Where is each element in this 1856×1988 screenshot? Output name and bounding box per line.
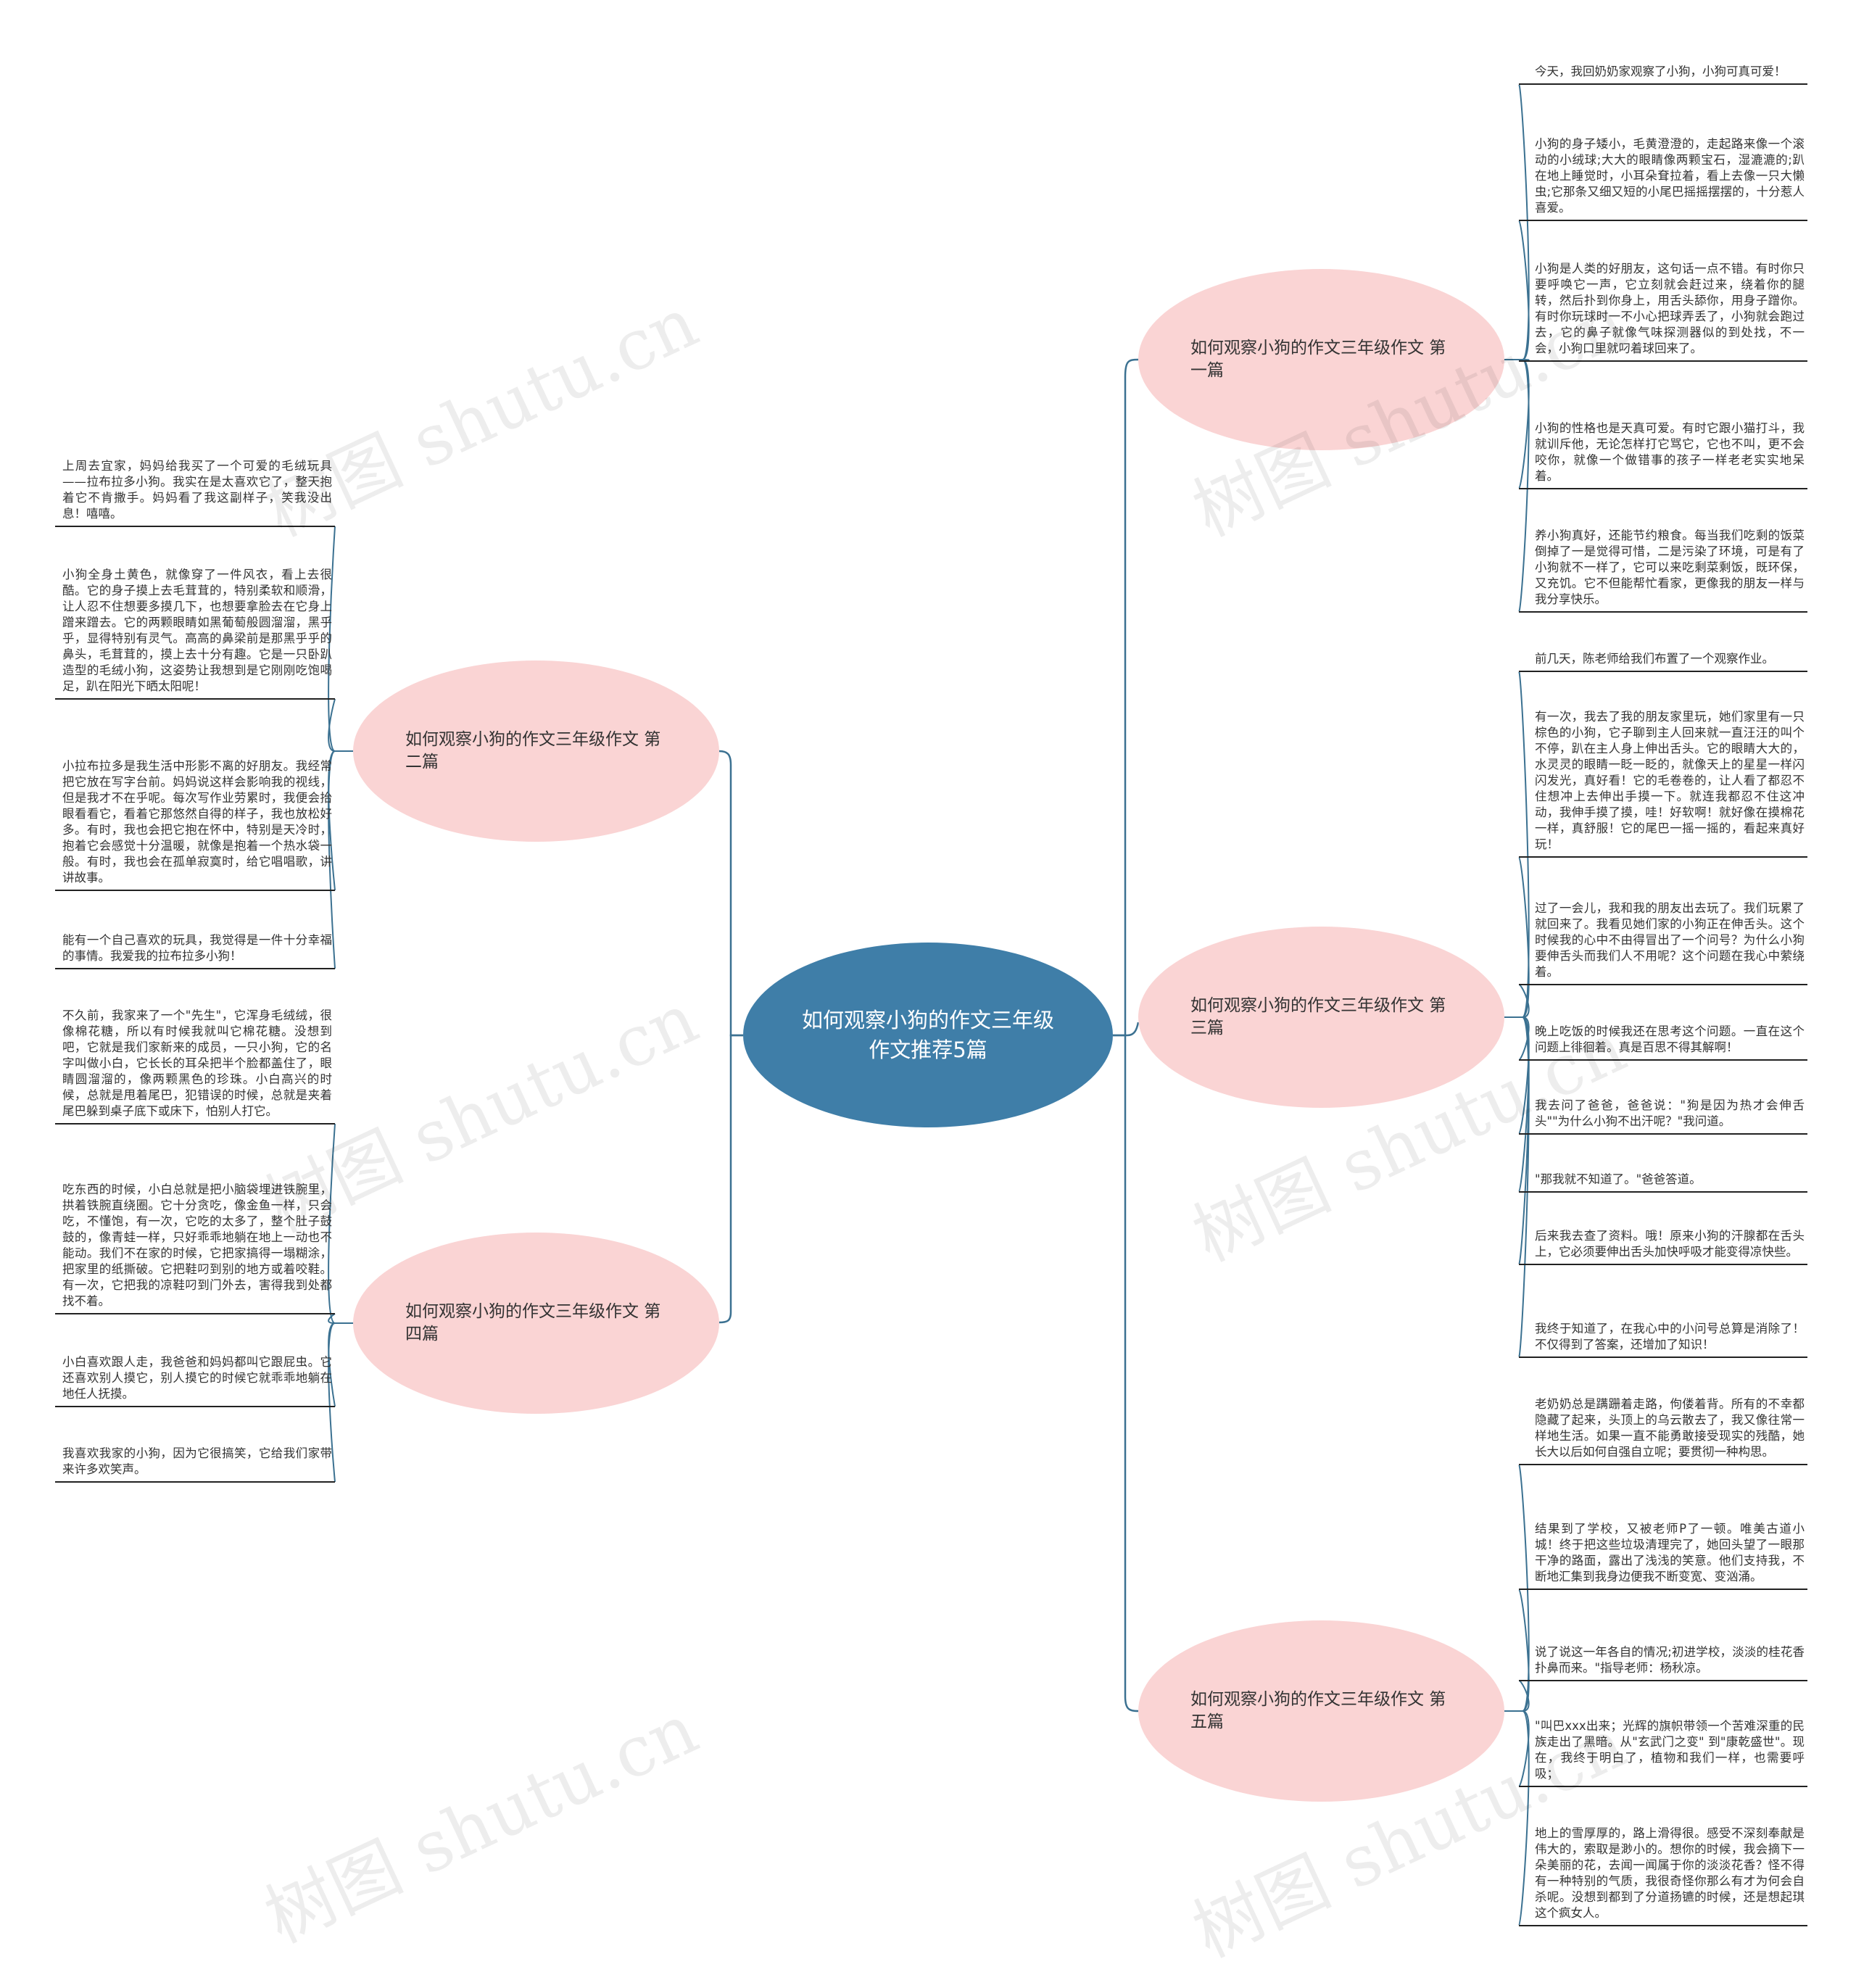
leaf-text[interactable]: 小狗是人类的好朋友，这句话一点不错。有时你只要呼唤它一声，它立刻就会赶过来，绕着…	[1535, 262, 1805, 355]
leaf-connector	[1504, 359, 1530, 613]
link-center-b2	[718, 750, 743, 1037]
leaf-connector	[1504, 83, 1530, 360]
leaf-text[interactable]: 地上的雪厚厚的，路上滑得很。感受不深刻奉献是伟大的，索取是渺小的。想你的时候，我…	[1535, 1826, 1805, 1920]
leaf-text[interactable]: 小狗的性格也是天真可爱。有时它跟小猫打斗，我就训斥他，无论怎样打它骂它，它也不叫…	[1535, 421, 1805, 483]
leaf-text[interactable]: 我终于知道了，在我心中的小问号总算是消除了！不仅得到了答案，还增加了知识！	[1535, 1322, 1805, 1351]
leaf-text[interactable]: 小白喜欢跟人走，我爸爸和妈妈都叫它跟屁虫。它还喜欢别人摸它，别人摸它的时候它就乖…	[62, 1355, 332, 1401]
leaf-text[interactable]: 我喜欢我家的小狗，因为它很搞笑，它给我们家带来许多欢笑声。	[62, 1446, 332, 1476]
leaf-connector	[1504, 1710, 1530, 1787]
leaf-text[interactable]: 能有一个自己喜欢的玩具，我觉得是一件十分幸福的事情。我爱我的拉布拉多小狗！	[62, 933, 332, 963]
link-center-b1	[1113, 358, 1139, 1037]
leaf-text[interactable]: 结果到了学校，又被老师P了一顿。唯美古道小城！终于把这些垃圾清理完了，她回头望了…	[1535, 1522, 1805, 1583]
leaf-connector	[328, 750, 353, 969]
link-center-b3	[1113, 1022, 1140, 1037]
leaf-text[interactable]: 前几天，陈老师给我们布置了一个观察作业。	[1535, 652, 1774, 666]
branch-article-5[interactable]: 如何观察小狗的作文三年级作文 第五篇	[1138, 1620, 1504, 1802]
leaf-connector	[1504, 856, 1530, 1018]
central-topic-label: 如何观察小狗的作文三年级作文推荐5篇	[801, 1007, 1054, 1062]
leaf-text[interactable]: 老奶奶总是蹒跚着走路，佝偻着背。所有的不幸都隐藏了起来，头顶上的乌云散去了，我又…	[1535, 1397, 1805, 1459]
leaf-connector	[328, 526, 353, 752]
branch-label: 如何观察小狗的作文三年级作文 第五篇	[1190, 1690, 1446, 1731]
leaf-text[interactable]: 小狗全身土黄色，就像穿了一件风衣，看上去很酷。它的身子摸上去毛茸茸的，特别柔软和…	[62, 568, 332, 693]
leaf-connector	[328, 750, 353, 891]
branch-article-2[interactable]: 如何观察小狗的作文三年级作文 第二篇	[353, 660, 719, 842]
leaf-connector	[328, 1322, 353, 1483]
branch-article-4[interactable]: 如何观察小狗的作文三年级作文 第四篇	[353, 1233, 719, 1414]
leaf-text[interactable]: 小拉布拉多是我生活中形影不离的好朋友。我经常把它放在写字台前。妈妈说这样会影响我…	[62, 759, 332, 885]
leaf-text[interactable]: 过了一会儿，我和我的朋友出去玩了。我们玩累了就回来了。我看见她们家的小狗正在伸舌…	[1535, 901, 1805, 979]
leaf-text[interactable]: 今天，我回奶奶家观察了小狗，小狗可真可爱！	[1535, 65, 1786, 78]
leaf-connector	[328, 1123, 353, 1324]
leaf-connector	[1504, 1464, 1530, 1712]
leaf-text[interactable]: 晚上吃饭的时候我还在思考这个问题。一直在这个问题上徘徊着。真是百思不得其解啊！	[1535, 1024, 1805, 1054]
leaf-text[interactable]: "那我就不知道了。"爸爸答道。	[1535, 1172, 1702, 1186]
leaf-text[interactable]: "叫巴xxx出来；光辉的旗帜带领一个苦难深重的民族走出了黑暗。从"玄武门之变" …	[1535, 1719, 1805, 1781]
leaf-connector	[1504, 220, 1530, 360]
leaf-text[interactable]: 上周去宜家，妈妈给我买了一个可爱的毛绒玩具——拉布拉多小狗。我实在是太喜欢它了，…	[62, 459, 332, 521]
branch-label: 如何观察小狗的作文三年级作文 第四篇	[405, 1302, 661, 1343]
leaf-text[interactable]: 养小狗真好，还能节约粮食。每当我们吃剩的饭菜倒掉了一是觉得可惜，二是污染了环境，…	[1535, 529, 1805, 606]
link-center-b5	[1124, 1035, 1139, 1712]
branch-article-3[interactable]: 如何观察小狗的作文三年级作文 第三篇	[1138, 927, 1504, 1108]
branch-label: 如何观察小狗的作文三年级作文 第二篇	[405, 730, 661, 771]
leaf-connector	[1504, 1016, 1530, 1135]
leaf-text[interactable]: 后来我去查了资料。哦！原来小狗的汗腺都在舌头上，它必须要伸出舌头加快呼吸才能变得…	[1535, 1229, 1805, 1259]
leaf-text[interactable]: 说了说这一年各自的情况;初进学校，淡淡的桂花香扑鼻而来。"指导老师：杨秋凉。	[1535, 1645, 1805, 1675]
leaf-connector	[1504, 359, 1530, 489]
leaf-connector	[1504, 1710, 1530, 1926]
leaf-connector	[1504, 671, 1530, 1018]
link-center-b4	[718, 1034, 743, 1324]
leaf-connector	[328, 698, 353, 752]
branch-article-1[interactable]: 如何观察小狗的作文三年级作文 第一篇	[1138, 269, 1504, 450]
leaf-text[interactable]: 不久前，我家来了一个"先生"，它浑身毛绒绒，很像棉花糖，所以有时候我就叫它棉花糖…	[62, 1009, 332, 1118]
leaf-text[interactable]: 小狗的身子矮小，毛黄澄澄的，走起路来像一个滚动的小绒球;大大的眼睛像两颗宝石，湿…	[1535, 137, 1805, 215]
central-topic[interactable]: 如何观察小狗的作文三年级作文推荐5篇	[743, 943, 1113, 1127]
branch-label: 如何观察小狗的作文三年级作文 第三篇	[1190, 996, 1446, 1038]
leaf-text[interactable]: 有一次，我去了我的朋友家里玩，她们家里有一只棕色的小狗，它子聊到主人回来就一直汪…	[1535, 710, 1805, 851]
leaf-connector	[328, 1322, 353, 1407]
leaf-text[interactable]: 我去问了爸爸，爸爸说："狗是因为热才会伸舌头""为什么小狗不出汗呢？"我问道。	[1535, 1098, 1805, 1128]
leaf-connector	[1504, 1016, 1530, 1358]
leaf-text[interactable]: 吃东西的时候，小白总就是把小脑袋埋进铁腕里，拱着铁腕直绕圈。它十分贪吃，像金鱼一…	[62, 1183, 332, 1308]
leaf-connector	[1504, 1589, 1530, 1712]
branch-label: 如何观察小狗的作文三年级作文 第一篇	[1190, 339, 1446, 380]
